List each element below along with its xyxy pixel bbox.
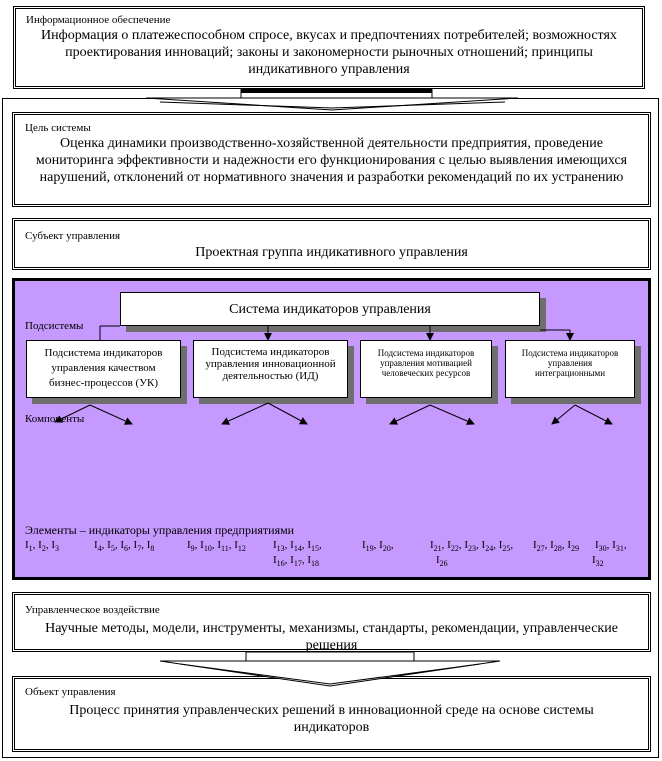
goal-box: Цель системы Оценка динамики производств…	[12, 112, 651, 207]
element-group-4a: I13, I14, I15,	[273, 539, 322, 554]
subject-text: Проектная группа индикативного управлени…	[195, 245, 468, 260]
subsystem-motivation: Подсистема индикаторов управления мотива…	[360, 340, 492, 398]
elements-label: Элементы – индикаторы управления предпри…	[25, 523, 295, 537]
element-group-1: I1, I2, I3	[25, 539, 60, 554]
impact-label: Управленческое воздействие	[25, 604, 160, 616]
element-group-7: I27, I28, I29	[533, 539, 580, 554]
element-group-2: I4, I5, I6, I7, I8	[94, 539, 155, 554]
object-text: Процесс принятия управленческих решений …	[69, 703, 594, 735]
component-arrows	[54, 402, 613, 425]
info-to-goal-arrow	[145, 88, 519, 111]
subsystem-innovation: Подсистема индикаторов управления иннова…	[193, 340, 348, 398]
system-title-box: Система индикаторов управления	[120, 292, 540, 326]
goal-text: Оценка динамики производственно-хозяйств…	[35, 136, 628, 185]
system-to-subsystems-arrows	[99, 325, 574, 341]
element-group-6b: I26	[436, 554, 448, 569]
subsystem-motivation-text: Подсистема индикаторов управления мотива…	[377, 348, 475, 378]
info-text: Информация о платежеспособном спросе, вк…	[41, 28, 617, 77]
subsystem-innovation-text: Подсистема индикаторов управления иннова…	[205, 346, 336, 382]
goal-label: Цель системы	[25, 122, 91, 134]
element-group-8a: I30, I31,	[595, 539, 627, 554]
impact-box: Управленческое воздействие Научные метод…	[12, 592, 651, 653]
system-title: Система индикаторов управления	[229, 302, 431, 317]
info-box: Информационное обеспечение Информация о …	[13, 6, 645, 89]
subsystems-label: Подсистемы	[25, 320, 84, 332]
object-label: Объект управления	[25, 686, 116, 698]
element-group-6a: I21, I22, I23, I24, I25,	[430, 539, 514, 554]
element-group-8b: I32	[592, 554, 604, 569]
impact-to-object-arrow	[159, 651, 501, 687]
impact-text: Научные методы, модели, инструменты, мех…	[45, 621, 618, 653]
subject-label: Субъект управления	[25, 230, 121, 242]
element-group-4b: I16, I17, I18	[273, 554, 320, 569]
element-group-5: I19, I20,	[362, 539, 394, 554]
subsystem-integration-text: Подсистема индикаторов управления интегр…	[521, 348, 619, 378]
object-box: Объект управления Процесс принятия управ…	[12, 676, 651, 752]
indicator-system-panel	[12, 278, 651, 580]
info-label: Информационное обеспечение	[26, 14, 171, 26]
subject-box: Субъект управления Проектная группа инди…	[12, 218, 651, 270]
element-group-3: I9, I10, I11, I12	[187, 539, 246, 554]
subsystem-quality-text: Подсистема индикаторов управления качест…	[44, 347, 163, 389]
subsystem-quality: Подсистема индикаторов управления качест…	[26, 340, 181, 398]
